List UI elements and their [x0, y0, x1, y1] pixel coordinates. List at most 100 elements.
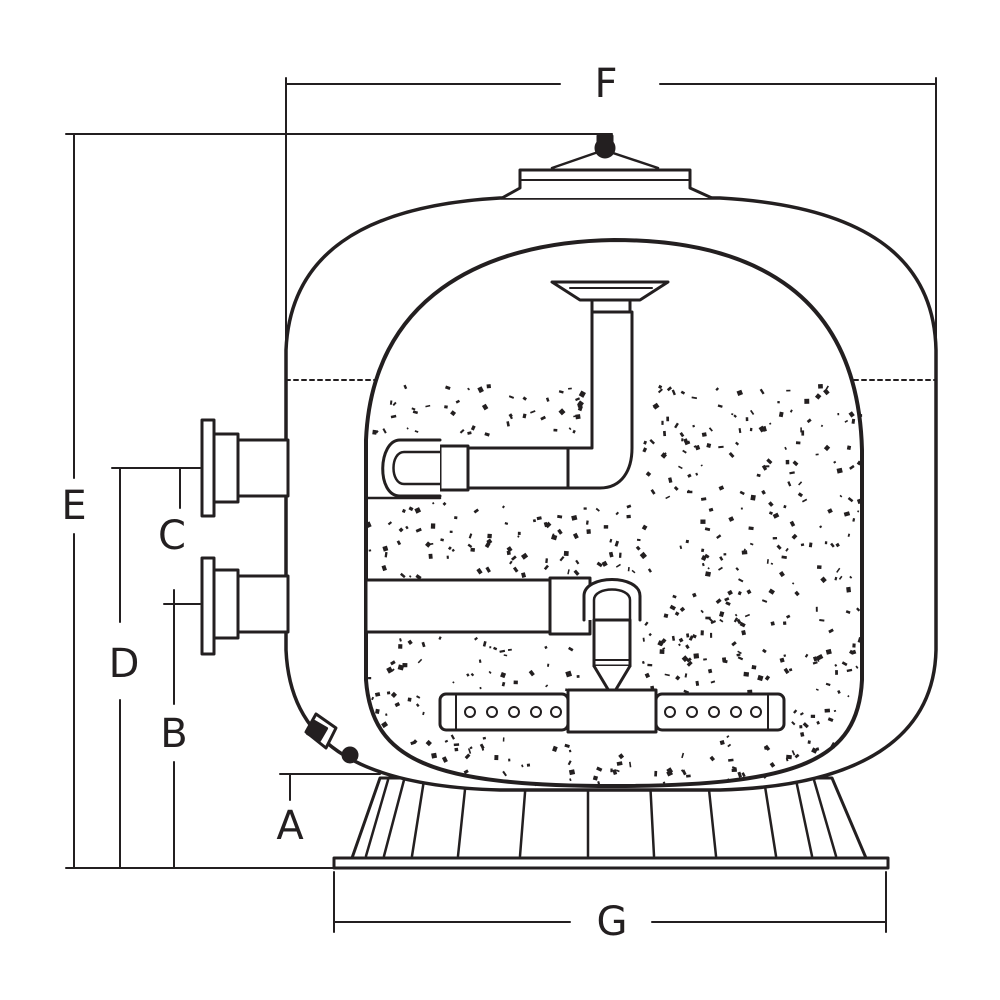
- sand-grain: [692, 592, 697, 598]
- sand-grain: [785, 547, 789, 552]
- sand-grain: [727, 743, 732, 748]
- sand-grain: [431, 752, 438, 759]
- sand-grain: [804, 653, 809, 658]
- sand-grain: [794, 590, 800, 597]
- sand-grain: [544, 645, 548, 650]
- sand-grain: [415, 527, 422, 533]
- sand-grain: [791, 582, 795, 585]
- sand-grain: [657, 640, 664, 647]
- sand-grain: [666, 767, 674, 775]
- sand-grain: [568, 646, 574, 652]
- sand-grain: [671, 635, 676, 641]
- sand-grain: [784, 446, 787, 450]
- sand-grain: [661, 420, 664, 425]
- sand-grain: [816, 565, 822, 569]
- sand-grain: [596, 766, 603, 772]
- sand-grain: [675, 675, 681, 681]
- filter-base: [332, 776, 890, 870]
- sand-grain: [447, 546, 452, 551]
- sand-grain: [839, 494, 843, 498]
- sand-grain: [768, 511, 773, 515]
- sand-grain: [819, 525, 823, 529]
- sand-grain: [756, 473, 761, 478]
- sand-grain: [508, 395, 515, 399]
- sand-grain: [608, 551, 614, 558]
- sand-grain: [530, 410, 536, 414]
- sand-grain: [450, 734, 455, 740]
- sand-grain: [710, 632, 713, 638]
- sand-grain: [545, 397, 550, 402]
- sand-grain: [407, 697, 412, 702]
- sand-grain: [568, 769, 576, 776]
- sand-grain: [794, 753, 800, 759]
- sand-grain: [802, 722, 809, 729]
- sand-grain: [551, 534, 558, 541]
- sand-grain: [511, 555, 517, 561]
- sand-grain: [532, 782, 537, 787]
- sand-grain: [841, 661, 848, 667]
- sand-grain: [368, 549, 372, 552]
- sand-grain: [761, 464, 768, 471]
- sand-grain: [635, 545, 641, 551]
- sand-grain: [833, 460, 837, 464]
- sand-grain: [500, 672, 507, 679]
- sand-grain: [438, 636, 442, 640]
- sand-grain: [603, 525, 609, 529]
- sand-grain: [830, 741, 837, 749]
- dimension-label-d: D: [108, 641, 140, 687]
- sand-grain: [463, 769, 469, 775]
- sand-grain: [681, 438, 684, 442]
- sand-grain: [653, 406, 656, 409]
- sand-grain: [662, 647, 666, 650]
- sand-grain: [506, 546, 513, 553]
- sand-grain: [644, 621, 649, 627]
- sand-grain: [686, 774, 691, 778]
- sand-grain: [540, 415, 547, 421]
- sand-grain: [785, 614, 791, 619]
- sand-grain: [610, 768, 613, 773]
- sand-grain: [572, 429, 576, 434]
- sand-grain: [568, 427, 572, 431]
- sand-grain: [745, 417, 749, 422]
- sand-grain: [478, 659, 482, 664]
- sand-grain: [444, 385, 451, 391]
- sand-grain: [425, 739, 432, 747]
- sand-grain: [522, 413, 527, 419]
- sand-grain: [688, 635, 694, 641]
- sand-grain: [847, 533, 851, 537]
- sand-grain: [381, 721, 389, 729]
- sand-grain: [846, 668, 853, 673]
- sand-grain: [569, 778, 572, 782]
- sand-grain: [552, 745, 558, 753]
- sand-grain: [389, 400, 393, 405]
- sand-grain: [573, 414, 579, 418]
- top-diffuser: [550, 280, 670, 314]
- sand-grain: [494, 755, 499, 761]
- sand-grain: [749, 427, 753, 432]
- sand-grain: [700, 519, 706, 524]
- sand-grain: [414, 430, 419, 433]
- sand-grain: [700, 464, 703, 467]
- sand-grain: [827, 508, 833, 514]
- dimension-label-a: A: [276, 803, 304, 849]
- sand-grain: [479, 686, 482, 690]
- sand-grain: [681, 769, 687, 776]
- sand-grain: [707, 668, 713, 674]
- sand-grain: [545, 684, 549, 688]
- sand-grain: [704, 553, 710, 559]
- sand-grain: [846, 586, 852, 593]
- sand-grain: [849, 575, 853, 579]
- sand-grain: [808, 542, 813, 548]
- sand-grain: [504, 522, 509, 526]
- sand-grain: [396, 540, 402, 546]
- sand-grain: [545, 558, 548, 564]
- sand-grain: [374, 692, 381, 697]
- sand-grain: [578, 390, 586, 398]
- sand-grain: [422, 711, 425, 716]
- sand-grain: [835, 670, 838, 675]
- sand-grain: [563, 550, 569, 557]
- sand-grain: [686, 657, 692, 663]
- sand-grain: [648, 632, 652, 637]
- dimension-label-c: C: [158, 513, 186, 559]
- sand-grain: [691, 396, 698, 400]
